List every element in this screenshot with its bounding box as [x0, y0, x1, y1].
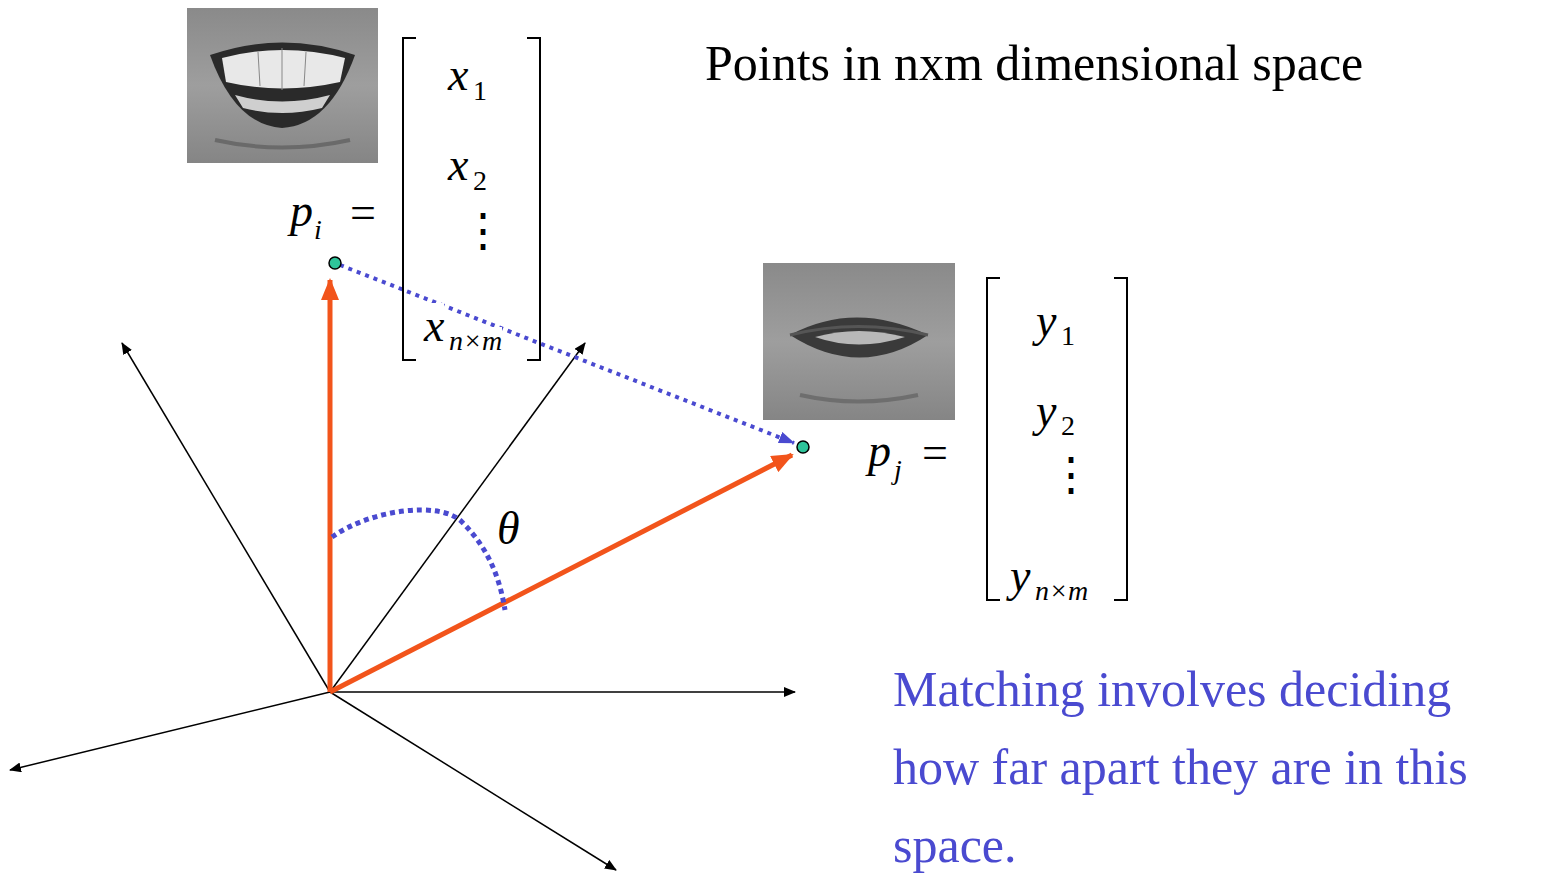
axis-lines	[10, 343, 795, 870]
vertical-ellipsis: ⋮	[460, 208, 506, 254]
equals-sign: =	[350, 190, 376, 236]
vector-name: p	[868, 428, 891, 474]
point-dot	[329, 257, 341, 269]
vector-subscript: j	[894, 456, 902, 484]
matrix-entry: x	[424, 303, 444, 349]
matrix-entry: x	[448, 52, 468, 98]
vector-name: p	[290, 188, 313, 234]
angle-symbol: θ	[497, 506, 520, 552]
entry-subscript: 2	[473, 167, 487, 195]
entry-subscript: 1	[473, 77, 487, 105]
entry-subscript: 1	[1061, 322, 1075, 350]
vertical-ellipsis: ⋮	[1048, 452, 1094, 498]
equals-sign: =	[922, 430, 948, 476]
matrix-brackets	[403, 38, 1127, 600]
matrix-entry: y	[1036, 388, 1056, 434]
matrix-entry: x	[448, 142, 468, 188]
mouth-image	[763, 263, 955, 420]
entry-subscript: n×m	[449, 327, 502, 355]
entry-subscript: n×m	[1035, 577, 1088, 605]
matrix-entry: y	[1010, 553, 1030, 599]
vector-subscript: i	[314, 216, 322, 244]
distance-line	[340, 265, 794, 443]
point-dot	[797, 441, 809, 453]
entry-subscript: 2	[1061, 412, 1075, 440]
vector-arrows	[330, 280, 792, 692]
heading-text: Points in nxm dimensional space	[705, 38, 1363, 88]
matrix-entry: y	[1036, 298, 1056, 344]
angle-arc	[332, 510, 505, 610]
note-text: Matching involves deciding how far apart…	[893, 650, 1503, 884]
mouth-image	[187, 8, 378, 163]
